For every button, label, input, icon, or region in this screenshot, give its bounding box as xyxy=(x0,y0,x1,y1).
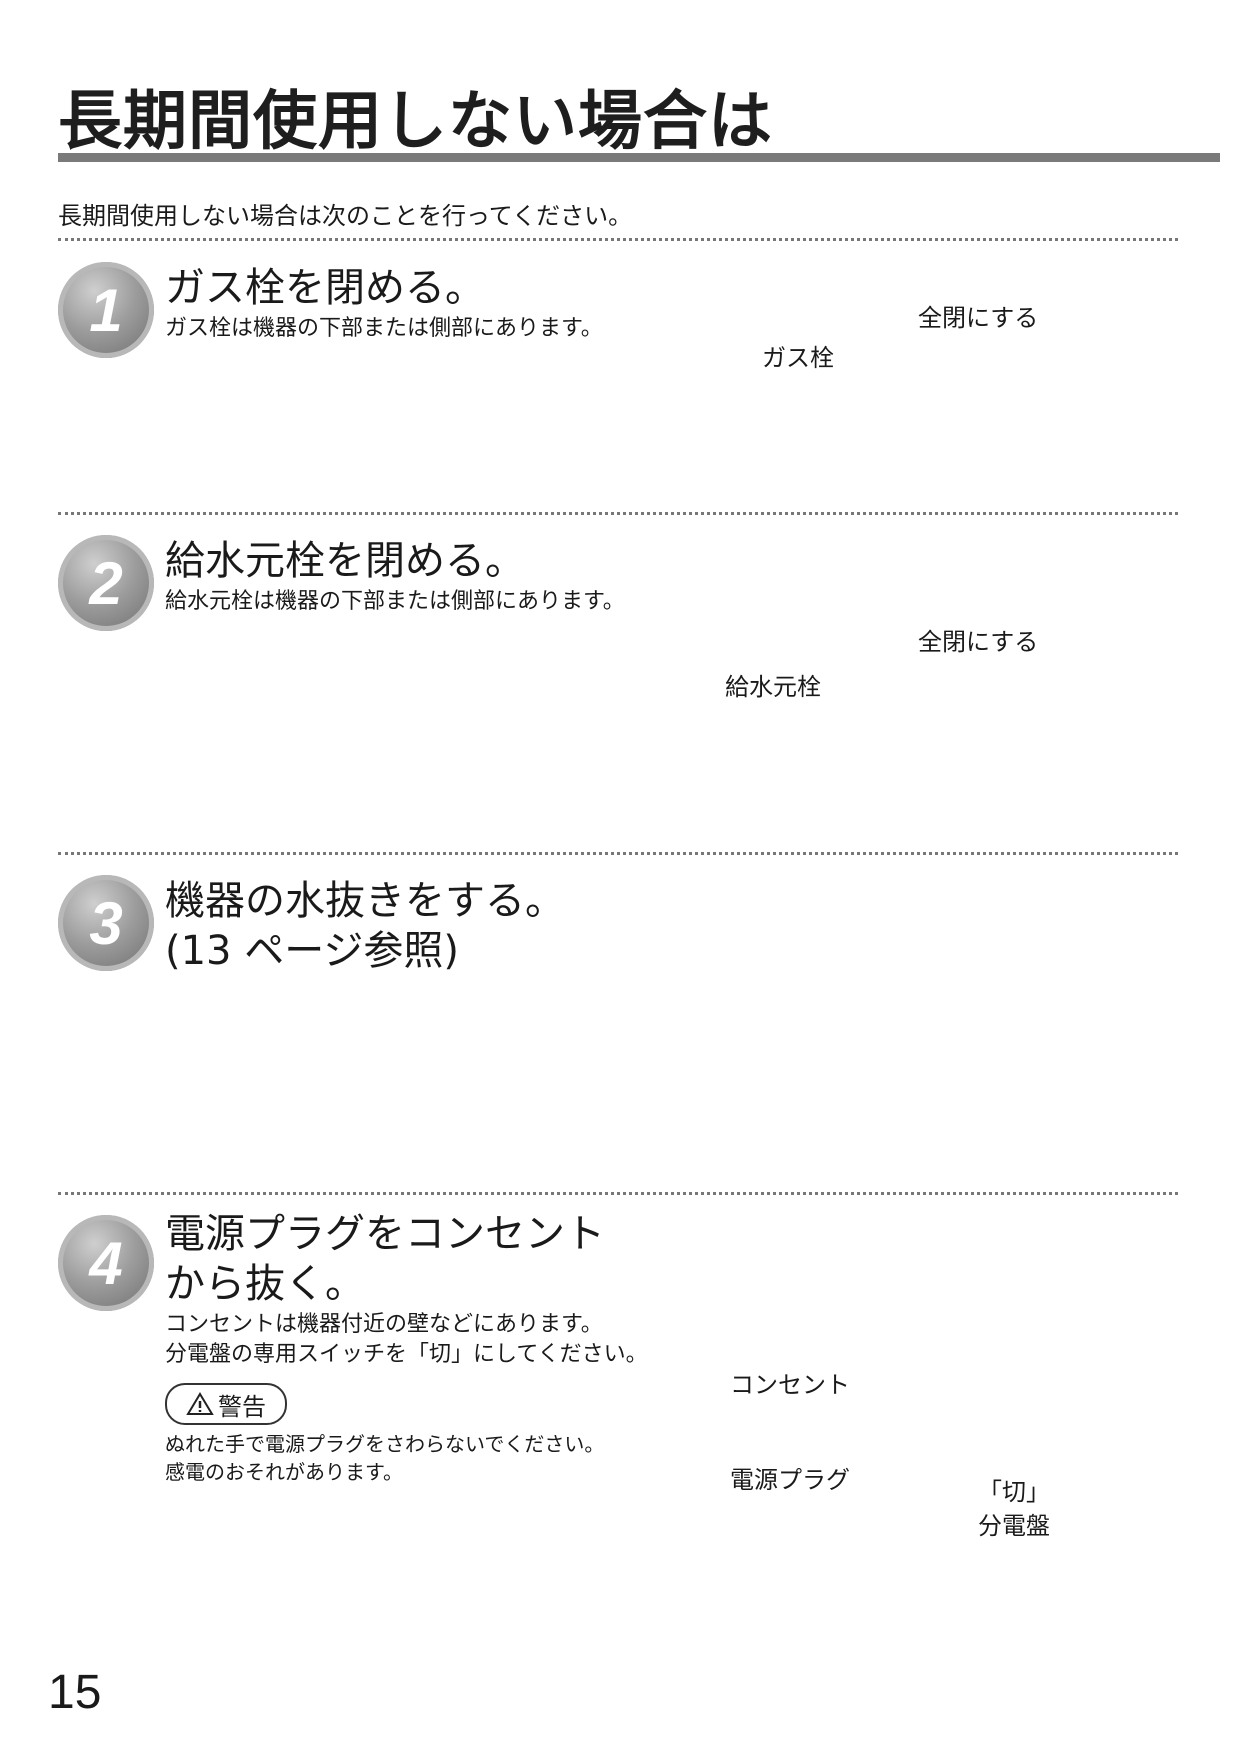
step-desc-line-1: コンセントは機器付近の壁などにあります。 xyxy=(165,1312,603,1337)
title-underline xyxy=(58,153,1220,162)
step-subtitle: 給水元栓は機器の下部または側部にあります。 xyxy=(165,589,625,614)
section-divider xyxy=(58,238,1178,241)
step-number-badge: 2 xyxy=(58,535,154,631)
warning-badge: 警告 xyxy=(165,1383,287,1425)
step-subtitle: ガス栓は機器の下部または側部にあります。 xyxy=(165,316,603,341)
section-divider xyxy=(58,1192,1178,1195)
water-valve-label: 給水元栓 xyxy=(725,673,821,701)
fully-close-label: 全閉にする xyxy=(918,628,1039,656)
step-title-line-1: 電源プラグをコンセント xyxy=(165,1211,605,1257)
warning-label: 警告 xyxy=(218,1392,266,1421)
fully-close-label: 全閉にする xyxy=(918,304,1039,332)
step-title-line-1: 機器の水抜きをする。 xyxy=(165,878,565,924)
warning-text-line-2: 感電のおそれがあります。 xyxy=(165,1460,403,1484)
power-plug-label: 電源プラグ xyxy=(730,1466,850,1494)
gas-valve-label: ガス栓 xyxy=(762,344,834,372)
breaker-label: 分電盤 xyxy=(978,1512,1050,1540)
page-title: 長期間使用しない場合は xyxy=(58,85,773,159)
section-divider xyxy=(58,512,1178,515)
page-number: 15 xyxy=(48,1666,102,1719)
step-title-line-2: (13 ページ参照) xyxy=(165,928,460,974)
step-desc-line-2: 分電盤の専用スイッチを「切」にしてください。 xyxy=(165,1342,648,1367)
step-title: ガス栓を閉める。 xyxy=(165,265,485,311)
step-title: 給水元栓を閉める。 xyxy=(165,538,525,584)
step-title-line-2: から抜く。 xyxy=(165,1261,365,1307)
step-number-badge: 4 xyxy=(58,1215,154,1311)
warning-triangle-icon xyxy=(186,1392,214,1415)
svg-text:9: 9 xyxy=(904,1350,913,1366)
warning-text-line-1: ぬれた手で電源プラグをさわらないでください。 xyxy=(165,1432,605,1456)
step-number-badge: 3 xyxy=(58,875,154,971)
off-label: 「切」 xyxy=(978,1478,1050,1506)
intro-text: 長期間使用しない場合は次のことを行ってください。 xyxy=(58,202,633,230)
section-divider xyxy=(58,852,1178,855)
outlet-label: コンセント xyxy=(730,1371,850,1399)
step-number-badge: 1 xyxy=(58,262,154,358)
